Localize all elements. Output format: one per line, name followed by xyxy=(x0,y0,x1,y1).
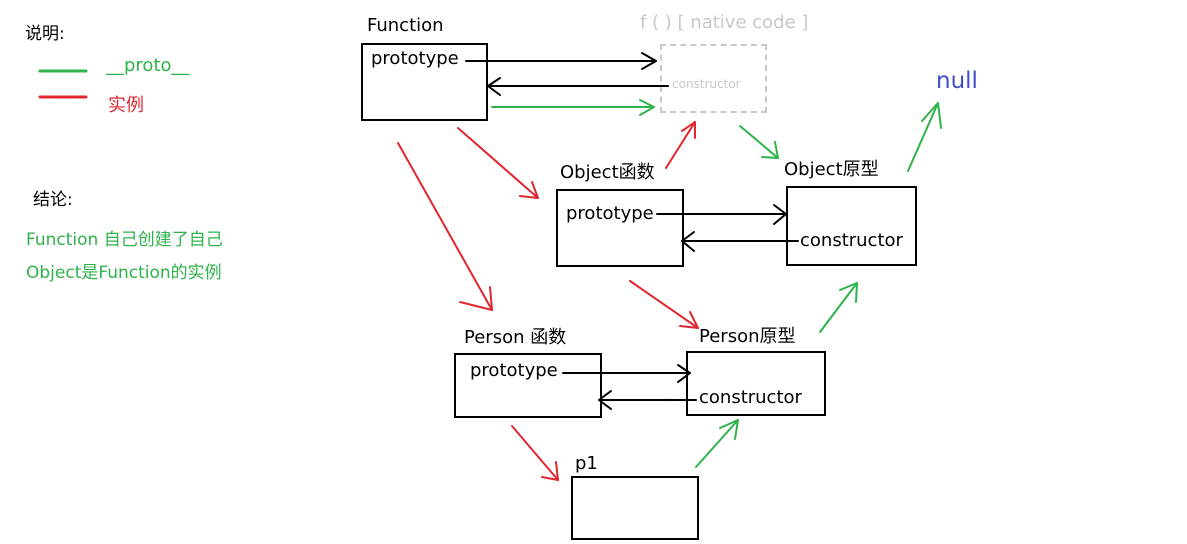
arrow-object-prototype-to-null xyxy=(907,102,942,172)
person-prototype-title: Person原型 xyxy=(699,326,796,347)
legend-heading: 说明: xyxy=(25,24,65,44)
arrow-person-function-to-p1 xyxy=(511,425,559,481)
conclusion-line-1: Function 自己创建了自己 xyxy=(26,230,223,250)
arrow-native-constructor-to-function xyxy=(487,77,669,96)
native-code-constructor-label: constructor xyxy=(672,77,741,91)
person-function-title: Person 函数 xyxy=(464,327,567,348)
function-prototype-label: prototype xyxy=(371,48,459,69)
function-box xyxy=(361,43,488,121)
object-function-box xyxy=(556,189,684,267)
legend-instance-label: 实例 xyxy=(108,95,144,116)
function-title: Function xyxy=(367,15,444,36)
native-code-box xyxy=(660,44,767,113)
legend-proto-label: __proto__ xyxy=(106,55,190,76)
arrow-p1-to-person-prototype xyxy=(695,419,739,468)
arrow-person-function-prototype-to-person-prototype xyxy=(562,364,691,383)
person-prototype-box xyxy=(686,351,826,416)
stray-dot xyxy=(668,398,672,402)
arrow-function-proto-to-native xyxy=(491,99,655,116)
arrow-function-to-person-function xyxy=(397,142,493,311)
arrow-native-proto-to-object-prototype xyxy=(739,125,779,159)
object-prototype-constructor-label: constructor xyxy=(800,230,903,251)
object-prototype-box xyxy=(786,186,917,266)
p1-box xyxy=(571,476,699,540)
arrow-object-function-to-person-prototype xyxy=(629,280,699,329)
person-function-box xyxy=(454,353,602,418)
conclusion-heading: 结论: xyxy=(33,190,73,210)
native-code-title: f ( ) [ native code ] xyxy=(640,12,809,33)
arrow-person-prototype-constructor-to-person-function xyxy=(598,390,697,410)
p1-title: p1 xyxy=(575,453,598,474)
object-function-prototype-label: prototype xyxy=(566,203,654,224)
arrow-function-to-object-function xyxy=(457,127,539,199)
arrow-function-prototype-to-native xyxy=(465,52,657,70)
person-prototype-constructor-label: constructor xyxy=(699,387,802,408)
null-label: null xyxy=(936,68,978,94)
arrow-person-prototype-to-object-prototype xyxy=(819,282,858,333)
arrow-object-function-prototype-to-object-prototype xyxy=(656,204,787,225)
person-function-prototype-label: prototype xyxy=(470,360,558,381)
arrow-object-prototype-constructor-to-object-function xyxy=(681,231,799,252)
arrow-object-function-to-native xyxy=(665,121,696,169)
object-prototype-title: Object原型 xyxy=(784,159,879,180)
conclusion-line-2: Object是Function的实例 xyxy=(26,263,222,283)
object-function-title: Object函数 xyxy=(560,162,655,183)
